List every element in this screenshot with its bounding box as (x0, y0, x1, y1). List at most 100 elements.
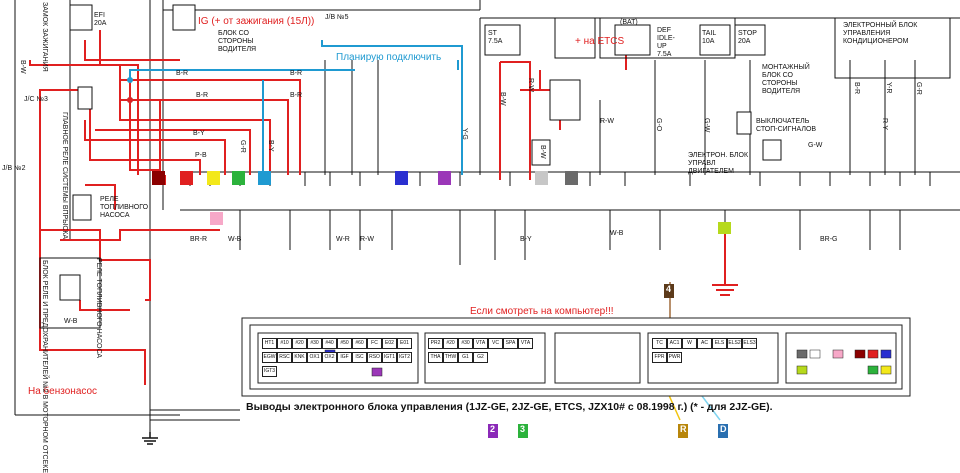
bat-label: (BAT) (620, 19, 638, 26)
computer-view-annotation: Если смотреть на компьютер!!! (470, 306, 614, 317)
ecu-connector-caption: Выводы электронного блока управления (1J… (246, 401, 773, 413)
marker-d: D (720, 424, 727, 434)
wire-code: B-Y (193, 130, 205, 137)
wire-code: B-R (290, 70, 303, 77)
connector-pin: OX1 (307, 352, 322, 363)
def-fuse-label: DEF IDLE- UP 7.5A (657, 27, 675, 58)
connector-pin: IGT2 (397, 352, 412, 363)
wire-code: R-W (527, 78, 534, 92)
driver-block-label: БЛОК СО СТОРОНЫ ВОДИТЕЛЯ (218, 30, 257, 53)
connector-pin: AC1 (667, 338, 682, 349)
wire-code: W-B (64, 318, 78, 325)
wire-code: W-B (228, 236, 242, 243)
connector-pin: G1 (458, 352, 473, 363)
wire-code: G-W (703, 118, 710, 133)
stop-fuse-label: STOP 20A (738, 30, 757, 45)
wire-code: B-W (19, 60, 26, 74)
connector-pin: EGW (262, 352, 277, 363)
mount-block-label: МОНТАЖНЫЙ БЛОК СО СТОРОНЫ ВОДИТЕЛЯ (762, 64, 810, 95)
wire-code: R-Y (881, 118, 888, 131)
wire-code: P-B (195, 152, 207, 159)
wire-code: R-W (600, 118, 614, 125)
connector-pin: #30 (307, 338, 322, 349)
connector-pin: G2 (473, 352, 488, 363)
connector-pin: ISC (352, 352, 367, 363)
connector-pin: #60 (352, 338, 367, 349)
pump-relay-label: РЕЛЕ ТОПЛИВНОГО НАСОСА (100, 196, 149, 219)
connector-pin: SPA (503, 338, 518, 349)
connector-pin: #40 (322, 338, 337, 349)
wire-code: W-B (610, 230, 624, 237)
connector-pin: VTA (473, 338, 488, 349)
connector-pin: AC (697, 338, 712, 349)
wire-code: B-W (539, 145, 546, 159)
connector-pin: TC (652, 338, 667, 349)
connector-pin: IGT3 (262, 366, 277, 377)
wire-code: B-R (290, 92, 303, 99)
fuel-pump-annotation: На бензонасос (28, 386, 98, 397)
connector-pin: KNK (292, 352, 307, 363)
connector-pin: #20 (292, 338, 307, 349)
connector-pin: #20 (443, 338, 458, 349)
connector-pin: #50 (337, 338, 352, 349)
marker-3: 3 (520, 424, 526, 434)
wire-code: G-O (655, 118, 662, 132)
connector-pin: PWR (667, 352, 682, 363)
tail-fuse-label: TAIL 10A (702, 30, 717, 45)
connector-pin: #30 (458, 338, 473, 349)
connector-pin: THW (443, 352, 458, 363)
wire-code: BR-R (190, 236, 208, 243)
wire-code: B-R (853, 82, 860, 95)
connector-pin: ELS3 (742, 338, 757, 349)
connector-pin: E02 (382, 338, 397, 349)
connector-pin: #10 (277, 338, 292, 349)
wire-code: B-Y (520, 236, 532, 243)
stop-switch-label: ВЫКЛЮЧАТЕЛЬ СТОП-СИГНАЛОВ (756, 118, 817, 133)
wire-code: G-R (915, 82, 922, 95)
marker-4: 4 (666, 284, 672, 294)
wire-code: B-Y (267, 140, 274, 152)
ac-ecu-label: ЭЛЕКТРОННЫЙ БЛОК УПРАВЛЕНИЯ КОНДИЦИОНЕРО… (843, 22, 918, 45)
wiring-diagram (14, 0, 960, 445)
ig-annotation: IG (+ от зажигания (15Л)) (198, 16, 315, 27)
wire-code: W-R (336, 236, 350, 243)
wire-code: R-W (360, 236, 374, 243)
connector-pin: RSO (367, 352, 382, 363)
connector-pin: ELS2 (727, 338, 742, 349)
connector-pin: VTA (518, 338, 533, 349)
wire-code: BR-G (820, 236, 838, 243)
connector-pin: OX2 (322, 352, 337, 363)
ignition-lock-label: ЗАМОК ЗАЖИГАНИЯ (41, 2, 48, 72)
wire-code: B-R (196, 92, 209, 99)
main-relay-label: ГЛАВНОЕ РЕЛЕ СИСТЕМЫ ВПРЫСКА (61, 112, 68, 240)
st-fuse-label: ST 7.5A (488, 30, 503, 45)
jb2-label: J/B №2 (2, 165, 26, 172)
relay-block-label: БЛОК РЕЛЕ И ПРЕДОХРАНИТЕЛЕЙ №2 В МОТОРНО… (41, 260, 48, 473)
plan-annotation: Планирую подключить (336, 52, 442, 63)
connector-pin: ELS (712, 338, 727, 349)
connector-pin: FC (367, 338, 382, 349)
wire-code: B-R (176, 70, 189, 77)
connector-pin: IGF (337, 352, 352, 363)
connector-pin: E01 (397, 338, 412, 349)
wire-code: G-R (239, 140, 246, 153)
wire-code: G-W (808, 142, 823, 149)
connector-pin: IGT1 (382, 352, 397, 363)
marker-r: R (680, 424, 687, 434)
jc3-label: J/C №3 (24, 96, 48, 103)
connector-pin: RSC (277, 352, 292, 363)
connector-pin: THA (428, 352, 443, 363)
wire-code: Y-R (885, 82, 892, 94)
marker-2: 2 (490, 424, 496, 434)
etcs-annotation: + на ETCS (575, 36, 625, 47)
efi-fuse-label: EFI 20A (94, 12, 107, 27)
connector-pin: FPR (652, 352, 667, 363)
jb5-label: J/B №5 (325, 14, 349, 21)
connector-pin: W (682, 338, 697, 349)
engine-ecu-label: ЭЛЕКТРОН. БЛОК УПРАВЛ ДВИГАТЕЛЕМ (688, 152, 749, 175)
wire-code: Y-G (461, 128, 468, 140)
connector-pin: PR2 (428, 338, 443, 349)
wire-code: B-W (499, 92, 506, 106)
connector-pin: VC (488, 338, 503, 349)
connector-pin: HT1 (262, 338, 277, 349)
